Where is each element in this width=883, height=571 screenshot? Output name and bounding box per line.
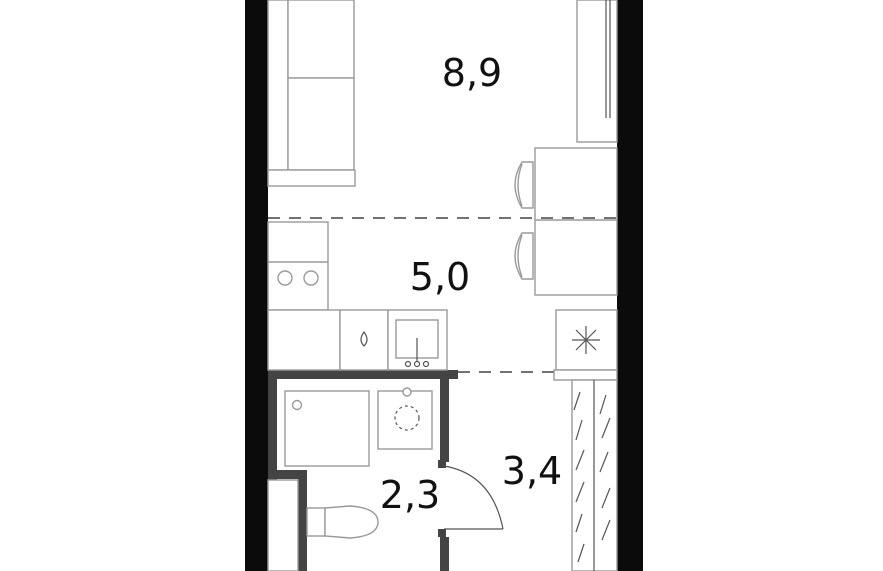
bathroom-door bbox=[443, 465, 504, 530]
hallway-area-label: 3,4 bbox=[502, 449, 562, 493]
bathroom-top-wall bbox=[268, 370, 458, 379]
hallway-wardrobe bbox=[553, 369, 618, 571]
stove-burner-right bbox=[303, 270, 319, 286]
wardrobe bbox=[576, 0, 618, 143]
left-exterior-wall bbox=[245, 0, 268, 571]
sofa bbox=[267, 0, 356, 187]
door-jamb-top bbox=[438, 460, 446, 468]
bathroom-left-wall bbox=[268, 370, 277, 480]
kitchen-counter bbox=[267, 309, 448, 371]
bathroom-lower-left-wall bbox=[298, 478, 307, 571]
washing-machine bbox=[377, 387, 433, 450]
snowflake-icon bbox=[572, 326, 600, 354]
side-cabinet bbox=[267, 479, 299, 571]
bathroom-right-wall bbox=[440, 370, 449, 462]
chair-top bbox=[514, 161, 534, 209]
dining-table bbox=[534, 147, 618, 296]
shower-drain bbox=[291, 399, 303, 411]
faucet-drop-icon bbox=[360, 330, 368, 347]
door-jamb-bottom bbox=[438, 529, 446, 537]
kitchen-area-label: 5,0 bbox=[410, 255, 470, 299]
shower-tray bbox=[284, 390, 370, 467]
stove-burner-left bbox=[277, 270, 293, 286]
bathroom-lower-wall bbox=[277, 470, 307, 479]
stove bbox=[267, 221, 329, 311]
refrigerator bbox=[555, 309, 618, 371]
toilet bbox=[306, 505, 379, 539]
chair-bottom bbox=[514, 232, 534, 280]
right-exterior-wall bbox=[617, 0, 643, 571]
bathroom-area-label: 2,3 bbox=[380, 473, 440, 517]
living-room-area-label: 8,9 bbox=[442, 51, 502, 95]
bathroom-right-lower-wall bbox=[440, 537, 449, 571]
